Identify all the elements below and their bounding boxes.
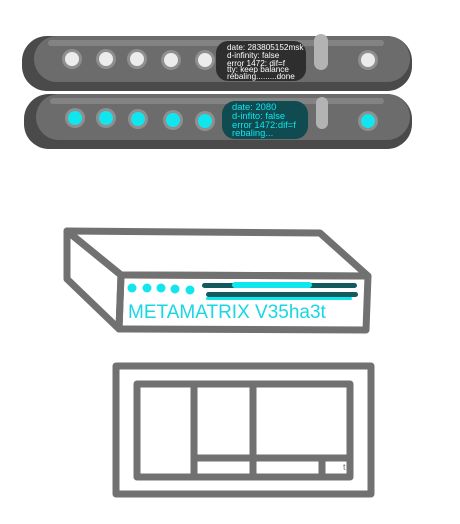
- screen-2-line-2: d-infito: false: [232, 110, 285, 121]
- led-1-1-core: [65, 52, 79, 66]
- led-2-5-core: [198, 114, 212, 128]
- led-2-6-core: [361, 114, 375, 128]
- rack-unit-2-handle: [316, 97, 328, 129]
- led-1-5-core: [198, 53, 212, 67]
- window-frame: [112, 362, 375, 498]
- server-slot-2: [206, 292, 358, 297]
- server-led-3: [156, 283, 166, 293]
- rack-unit-1-handle: [314, 34, 328, 70]
- led-2-1-core: [68, 111, 82, 125]
- rack-unit-2: date: 2080 d-infito: false error 1472:di…: [24, 94, 412, 149]
- screen-1-line-2: d-infinity: false: [227, 51, 280, 60]
- rack-unit-1-leds: [62, 49, 378, 70]
- led-2-3-core: [131, 112, 145, 126]
- screen-1-line-3: error 1472: dif=f: [227, 59, 286, 68]
- server-led-4: [170, 284, 180, 294]
- led-1-6-core: [361, 53, 375, 67]
- server-led-5: [185, 285, 195, 295]
- screen-1-line-4: tty: keep balance: [227, 65, 289, 74]
- server-led-1: [127, 283, 137, 293]
- screen-2-line-1: date: 2080: [232, 101, 276, 112]
- led-1-3-core: [130, 52, 144, 66]
- led-1-4-core: [164, 53, 178, 67]
- server-led-2: [142, 283, 152, 293]
- rack-unit-1-screen-text: date: 283805152msk d-infinity: false err…: [227, 43, 306, 81]
- rack-unit-2-highlight: [50, 98, 384, 104]
- server-brand-label: METAMATRIX V35ha3t: [128, 302, 327, 323]
- rack-unit-2-screen-text: date: 2080 d-infito: false error 1472:di…: [232, 101, 298, 138]
- server-box-front: [115, 271, 372, 334]
- window-frame-inner: [133, 380, 354, 481]
- screen-1-line-1: date: 283805152msk: [227, 43, 304, 52]
- led-1-2-core: [99, 52, 113, 66]
- server-slot-2-fill: [206, 297, 352, 300]
- screen-1-line-5: rebaling.........done: [227, 72, 295, 81]
- server-box-details: METAMATRIX V35ha3t: [127, 282, 358, 323]
- screen-2-line-3: error 1472:dif=f: [232, 119, 296, 130]
- led-2-2-core: [99, 111, 113, 125]
- server-box: [63, 227, 372, 334]
- screen-2-line-4: rebaling...: [232, 127, 273, 138]
- rack-unit-1: date: 283805152msk d-infinity: false err…: [22, 34, 412, 91]
- rack-unit-1-screen: [216, 41, 306, 81]
- rack-unit-1-highlight: [48, 40, 384, 46]
- server-box-side: [63, 227, 125, 333]
- led-2-4-core: [166, 113, 180, 127]
- window-footer-text: t: [343, 462, 346, 472]
- server-slot-1-fill: [232, 282, 312, 288]
- rack-unit-2-screen: [222, 101, 308, 139]
- window-frame-outer: [112, 362, 375, 498]
- rack-unit-2-leds: [65, 108, 378, 131]
